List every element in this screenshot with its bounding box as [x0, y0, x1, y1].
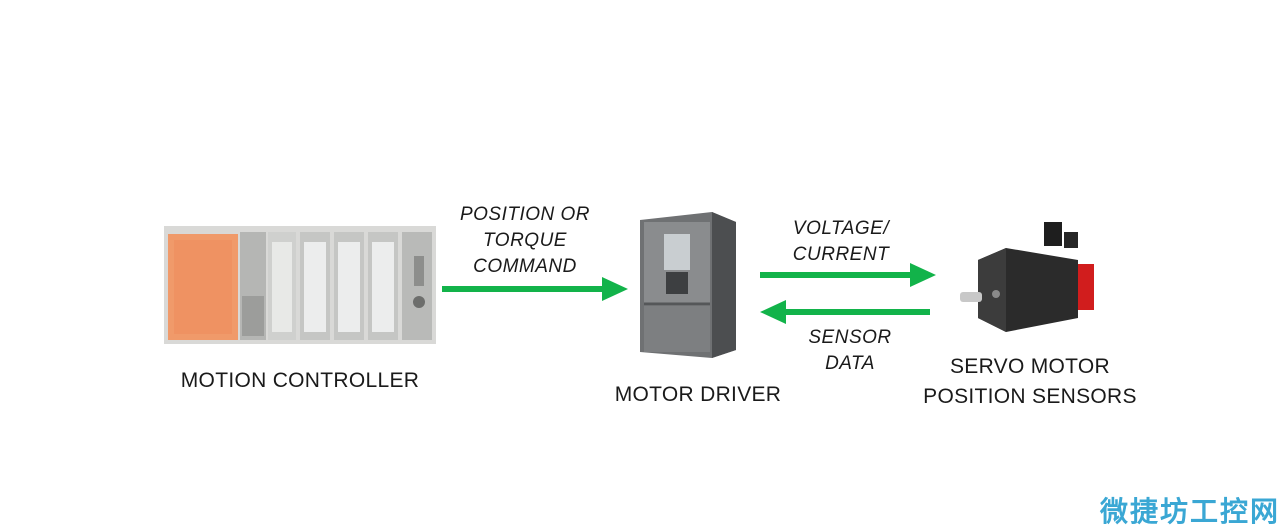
command-edge-label: POSITION OR TORQUE COMMAND — [459, 204, 591, 277]
servo-motor-label: SERVO MOTOR POSITION SENSORS — [923, 355, 1137, 408]
motor-driver-label: MOTOR DRIVER — [614, 383, 782, 406]
motor-drive-cabinet-icon — [640, 212, 736, 358]
motion-controller-label: MOTION CONTROLLER — [180, 369, 420, 392]
feedback-edge-label: SENSOR DATA — [808, 327, 892, 374]
power-edge-label: VOLTAGE/ CURRENT — [792, 218, 890, 265]
plc-rack-icon — [164, 226, 436, 344]
watermark-text: 微捷坊工控网 — [1100, 496, 1280, 527]
servo-motor-icon — [960, 222, 1094, 332]
power-arrow — [760, 263, 936, 287]
command-arrow — [442, 277, 628, 301]
feedback-arrow — [760, 300, 930, 324]
